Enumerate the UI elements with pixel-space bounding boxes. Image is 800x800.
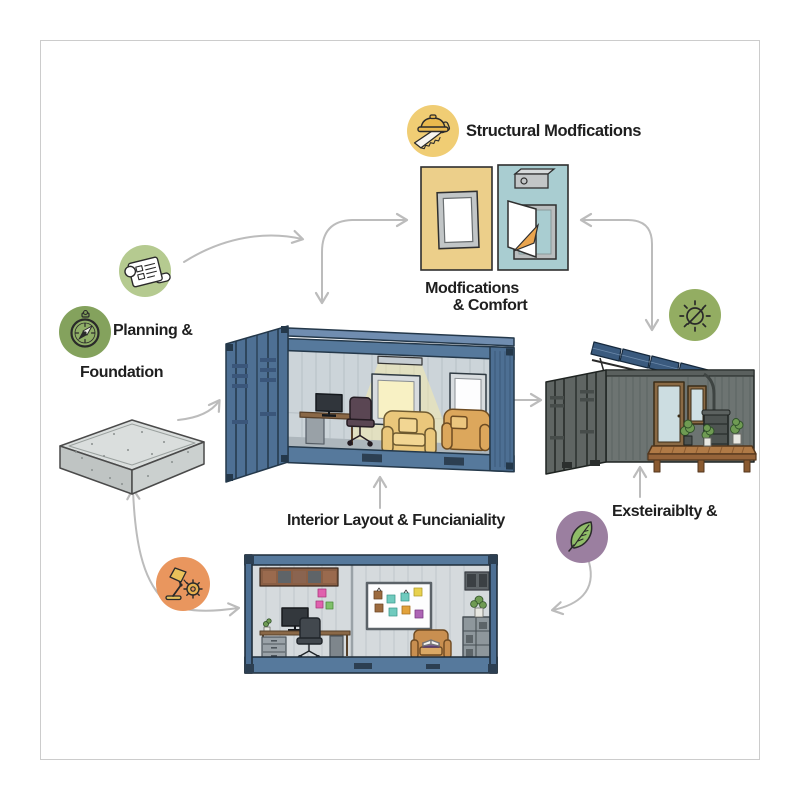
airflow-arrow <box>513 222 540 252</box>
panel-window-cutout <box>420 166 493 271</box>
structural-title: Structural Modfications <box>466 122 642 140</box>
hardhat-saw-icon <box>413 114 451 150</box>
concrete-speckles <box>75 431 189 485</box>
solar-container-doors <box>545 369 607 475</box>
blueprint-scroll-icon <box>124 256 171 288</box>
badge-blueprint <box>119 245 171 297</box>
wall-cube-shelves <box>464 571 490 591</box>
armchair-right <box>441 408 491 452</box>
planning-label-line2: Foundation <box>80 364 164 381</box>
desk-lamp-gear-icon <box>165 567 203 601</box>
wood-deck <box>647 445 757 473</box>
office-room <box>259 567 351 660</box>
badge-compass <box>59 306 111 358</box>
badge-lamp <box>156 557 210 611</box>
modifications-caption-line2: & Comfort <box>452 297 528 314</box>
ceiling-light-fixture <box>377 355 423 366</box>
lounge-room <box>365 571 491 660</box>
badge-leaf <box>556 511 608 563</box>
entry-door <box>653 381 685 447</box>
interior-container-illustration <box>244 554 498 674</box>
ac-unit <box>513 168 556 189</box>
leaf-icon <box>568 521 593 552</box>
arrow-container-panels-bidirectional <box>314 212 409 305</box>
border-frame <box>40 40 760 760</box>
sun-icon <box>679 300 711 332</box>
downspout-pipe <box>703 372 716 410</box>
reading-armchair <box>410 629 452 659</box>
compass-icon <box>70 309 100 348</box>
open-window <box>507 200 557 260</box>
armchair-center <box>381 410 437 456</box>
planning-label-line1: Planning & <box>113 322 193 339</box>
badge-sun <box>669 289 721 341</box>
panel-comfort-upgrades <box>497 164 569 271</box>
potted-plants <box>680 418 744 447</box>
solar-container-illustration <box>545 341 757 475</box>
sustainability-label: Exsteiraiblty & <box>612 503 718 520</box>
main-container-illustration <box>225 325 515 483</box>
office-chair <box>346 396 375 447</box>
arrow-foundation-to-container <box>177 399 221 421</box>
modifications-caption-line1: Modfications <box>425 280 519 297</box>
interior-label: Interior Layout & Funcianiality <box>287 512 505 529</box>
side-window <box>687 385 707 425</box>
foundation-slab <box>59 419 205 495</box>
arrow-leaf-to-interior <box>550 561 592 616</box>
desk-with-monitor <box>299 393 355 446</box>
rain-barrel <box>701 409 731 451</box>
arrow-panel-solar-bidirectional <box>579 212 660 332</box>
arrow-scroll-to-panels <box>183 230 305 263</box>
shelf-unit <box>462 616 491 660</box>
badge-structural <box>407 105 459 157</box>
shelf-plant <box>470 595 487 618</box>
container-doors <box>225 325 289 483</box>
